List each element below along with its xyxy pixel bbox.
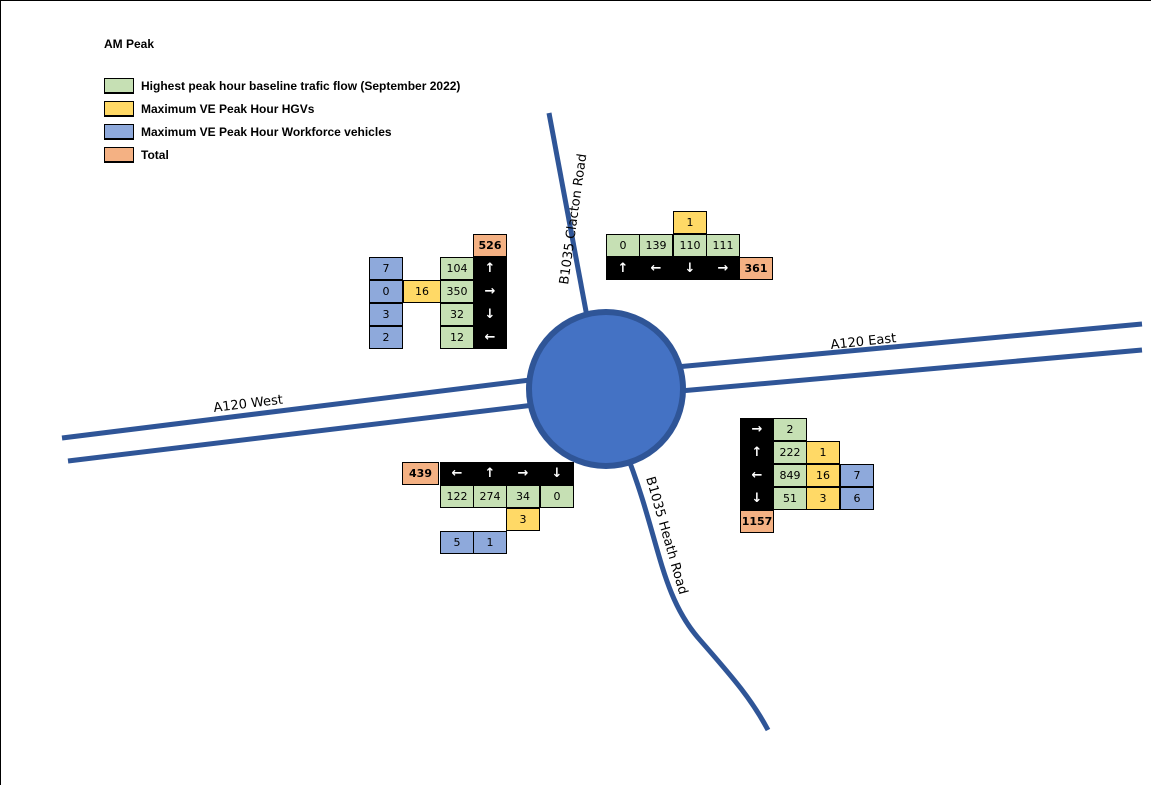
- se-baseline-cell: 51: [773, 487, 807, 510]
- legend-swatch-blue: [104, 124, 134, 140]
- nw-workforce-cell: 7: [369, 257, 403, 280]
- ne-baseline-cell: 0: [606, 234, 640, 257]
- sw-baseline-cell: 122: [440, 485, 474, 508]
- ne-arrow-down: ↓: [673, 257, 707, 280]
- se-workforce-cell: 6: [840, 487, 874, 510]
- label-east-road: A120 East: [830, 331, 897, 353]
- nw-baseline-cell: 104: [440, 257, 474, 280]
- sw-workforce-cell: 1: [473, 531, 507, 554]
- a120-west-road-lower: [67, 402, 535, 464]
- se-total: 1157: [740, 510, 774, 533]
- b1035-heath-road: [624, 454, 771, 732]
- se-hgv-cell: 3: [806, 487, 840, 510]
- b1035-clacton-road: [546, 112, 591, 323]
- legend-label: Maximum VE Peak Hour Workforce vehicles: [141, 125, 392, 139]
- ne-baseline-cell: 110: [673, 234, 707, 257]
- sw-baseline-cell: 274: [473, 485, 507, 508]
- sw-arrow-down: ↓: [540, 462, 574, 485]
- nw-baseline-cell: 12: [440, 326, 474, 349]
- sw-arrow-left: ←: [440, 462, 474, 485]
- ne-arrow-up: ↑: [606, 257, 640, 280]
- nw-workforce-cell: 3: [369, 303, 403, 326]
- legend-swatch-orange: [104, 147, 134, 163]
- nw-total: 526: [473, 234, 507, 257]
- se-baseline-cell: 2: [773, 418, 807, 441]
- nw-arrow-right: →: [473, 280, 507, 303]
- page-title: AM Peak: [104, 37, 155, 51]
- se-hgv-cell: 16: [806, 464, 840, 487]
- sw-hgv-cell: 3: [506, 508, 540, 531]
- ne-hgv-cell: 1: [673, 211, 707, 234]
- nw-hgv-cell: 16: [403, 280, 441, 303]
- nw-workforce-cell: 2: [369, 326, 403, 349]
- sw-total: 439: [402, 462, 439, 485]
- legend-label: Total: [141, 148, 169, 162]
- sw-baseline-cell: 34: [506, 485, 540, 508]
- a120-east-road-lower: [679, 347, 1143, 394]
- ne-baseline-cell: 139: [639, 234, 673, 257]
- nw-workforce-cell: 0: [369, 280, 403, 303]
- sw-arrow-up: ↑: [473, 462, 507, 485]
- se-arrow-down: ↓: [740, 487, 774, 510]
- se-baseline-cell: 849: [773, 464, 807, 487]
- ne-total: 361: [739, 257, 773, 280]
- se-arrow-right: →: [740, 418, 774, 441]
- ne-arrow-right: →: [706, 257, 740, 280]
- nw-baseline-cell: 32: [440, 303, 474, 326]
- nw-arrow-down: ↓: [473, 303, 507, 326]
- sw-baseline-cell: 0: [540, 485, 574, 508]
- legend-swatch-green: [104, 78, 134, 94]
- nw-baseline-cell: 350: [440, 280, 474, 303]
- a120-west-road: [61, 377, 531, 441]
- se-workforce-cell: 7: [840, 464, 874, 487]
- se-arrow-left: ←: [740, 464, 774, 487]
- nw-arrow-left: ←: [473, 326, 507, 349]
- ne-arrow-left: ←: [639, 257, 673, 280]
- legend-label: Maximum VE Peak Hour HGVs: [141, 102, 315, 116]
- se-hgv-cell: 1: [806, 441, 840, 464]
- se-baseline-cell: 222: [773, 441, 807, 464]
- sw-arrow-right: →: [506, 462, 540, 485]
- se-arrow-up: ↑: [740, 441, 774, 464]
- a120-east-road: [675, 321, 1143, 370]
- roundabout: [526, 309, 686, 469]
- legend-label: Highest peak hour baseline trafic flow (…: [141, 79, 461, 93]
- nw-arrow-up: ↑: [473, 257, 507, 280]
- ne-baseline-cell: 111: [706, 234, 740, 257]
- sw-workforce-cell: 5: [440, 531, 474, 554]
- legend-swatch-yellow: [104, 101, 134, 117]
